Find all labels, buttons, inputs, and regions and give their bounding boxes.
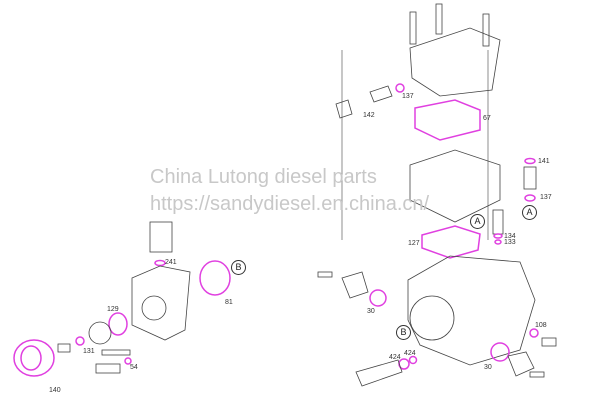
label-137: 137: [540, 194, 552, 201]
pump-housing: [407, 255, 536, 366]
oring-241: [154, 259, 166, 267]
nozzle-142: [335, 85, 393, 119]
label-424: 424: [389, 354, 401, 361]
oring-30-left: [369, 289, 387, 307]
label-424: 424: [404, 350, 416, 357]
oring-30-right: [490, 342, 510, 362]
oring-108: [529, 328, 539, 338]
label-140: 140: [49, 387, 61, 394]
callout-b: B: [231, 260, 246, 275]
oring-54: [124, 357, 132, 365]
side-cover: [341, 271, 369, 299]
oring-137-right: [524, 194, 536, 202]
callout-a: A: [470, 214, 485, 229]
solenoid-valve: [355, 359, 403, 387]
label-131: 131: [83, 348, 95, 355]
label-81: 81: [225, 299, 233, 306]
hydraulic-head: [131, 265, 191, 341]
oring-134: [493, 233, 503, 239]
gasket-127: [421, 225, 481, 259]
label-108: 108: [535, 322, 547, 329]
solenoid-241: [149, 221, 173, 253]
label-30: 30: [367, 308, 375, 315]
plug-assembly: [88, 321, 112, 345]
bolt-right: [529, 371, 545, 378]
seal-140-inner: [20, 345, 42, 371]
watermark-line1: China Lutong diesel parts: [150, 166, 377, 188]
callout-a: A: [522, 205, 537, 220]
oring-137-top: [395, 83, 405, 93]
label-129: 129: [107, 306, 119, 313]
oring-81: [199, 260, 231, 296]
label-67: 67: [483, 115, 491, 122]
control-unit: [409, 149, 501, 223]
cover-right: [507, 351, 535, 377]
gasket-67: [414, 99, 481, 141]
label-30: 30: [484, 364, 492, 371]
oring-133: [494, 239, 502, 245]
label-134: 134: [504, 233, 516, 240]
label-142: 142: [363, 112, 375, 119]
bolt-left: [317, 271, 333, 278]
bolt-131: [57, 343, 71, 353]
oring-131: [75, 336, 85, 346]
housing-bore: [409, 295, 455, 341]
label-54: 54: [130, 364, 138, 371]
label-133: 133: [504, 239, 516, 246]
oring-424-b: [408, 355, 418, 365]
seal-140: [13, 339, 55, 377]
bolt-108: [541, 337, 557, 347]
valve-right: [523, 166, 537, 190]
label-137: 137: [402, 93, 414, 100]
label-127: 127: [408, 240, 420, 247]
watermark-line2: https://sandydiesel.en.china.cn/: [150, 193, 430, 215]
label-241: 241: [165, 259, 177, 266]
head-bore: [141, 295, 167, 321]
fitting: [95, 363, 121, 374]
label-141: 141: [538, 158, 550, 165]
pump-cover: [409, 27, 501, 97]
callout-b: B: [396, 325, 411, 340]
screw: [101, 349, 131, 356]
oring-129: [108, 312, 128, 336]
top-screws: [409, 3, 490, 47]
washer-141: [524, 157, 536, 165]
valve-mid: [492, 209, 504, 235]
